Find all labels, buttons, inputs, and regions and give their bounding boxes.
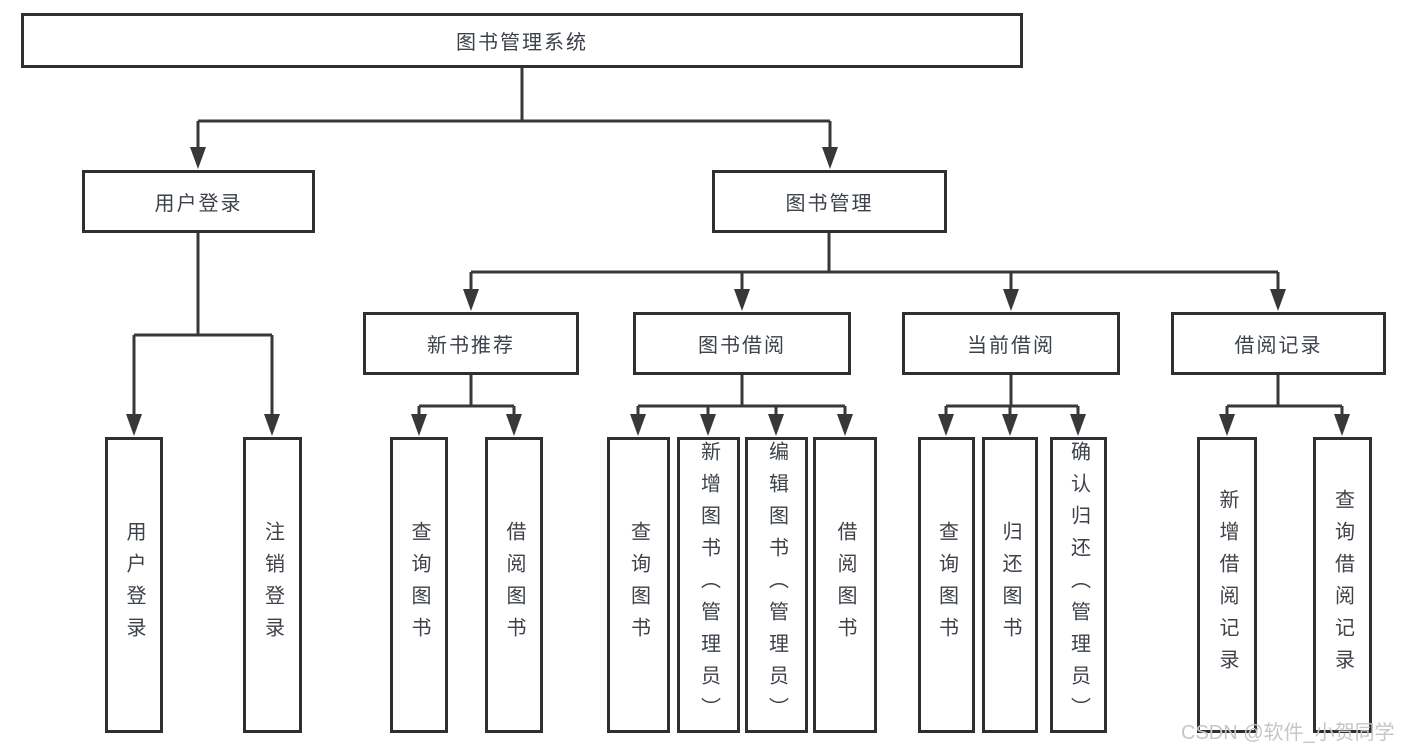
leaf-logout-label: 注销登录 — [261, 521, 284, 649]
node-new-book-rec-label: 新书推荐 — [427, 335, 515, 357]
leaf-logout: 注销登录 — [243, 437, 302, 733]
leaf-bb-add-books-admin: 新增图书（管理员） — [677, 437, 740, 733]
leaf-rec-query-books-label: 查询图书 — [408, 521, 430, 649]
node-current-borrow: 当前借阅 — [902, 312, 1120, 375]
leaf-cb-return-books-label: 归还图书 — [999, 521, 1021, 649]
node-user-login: 用户登录 — [82, 170, 315, 233]
node-root-label: 图书管理系统 — [456, 32, 588, 54]
csdn-watermark: CSDN @软件_小贺同学 — [1181, 722, 1395, 744]
leaf-rec-borrow-books-label: 借阅图书 — [503, 521, 525, 649]
leaf-cb-confirm-return-admin-label: 确认归还（管理员） — [1067, 441, 1090, 729]
connector-book-borrow-children — [630, 375, 853, 436]
node-borrow-records: 借阅记录 — [1171, 312, 1386, 375]
leaf-bb-query-books-label: 查询图书 — [627, 521, 650, 649]
leaf-bb-add-books-admin-label: 新增图书（管理员） — [697, 441, 720, 729]
leaf-bb-edit-books-admin: 编辑图书（管理员） — [745, 437, 808, 733]
connector-root-to-level2 — [190, 68, 838, 169]
leaf-bb-borrow-books: 借阅图书 — [813, 437, 877, 733]
connector-borrow-records-children — [1219, 375, 1350, 436]
leaf-br-add-record: 新增借阅记录 — [1197, 437, 1257, 733]
leaf-rec-borrow-books: 借阅图书 — [485, 437, 543, 733]
leaf-br-query-record: 查询借阅记录 — [1313, 437, 1372, 733]
leaf-user-login: 用户登录 — [105, 437, 163, 733]
connector-current-borrow-children — [938, 375, 1086, 436]
leaf-cb-return-books: 归还图书 — [982, 437, 1038, 733]
node-root: 图书管理系统 — [21, 13, 1023, 68]
leaf-br-query-record-label: 查询借阅记录 — [1331, 489, 1354, 681]
node-book-mgmt-label: 图书管理 — [785, 193, 874, 215]
connector-book-mgmt-children — [463, 233, 1286, 311]
node-user-login-label: 用户登录 — [154, 193, 243, 215]
leaf-br-add-record-label: 新增借阅记录 — [1216, 489, 1238, 681]
leaf-user-login-label: 用户登录 — [123, 521, 145, 649]
connector-user-login-children — [126, 233, 280, 436]
node-new-book-rec: 新书推荐 — [363, 312, 579, 375]
connector-new-book-rec-children — [411, 375, 522, 436]
leaf-bb-query-books: 查询图书 — [607, 437, 670, 733]
node-book-borrow: 图书借阅 — [633, 312, 851, 375]
node-book-mgmt: 图书管理 — [712, 170, 947, 233]
leaf-cb-query-books-label: 查询图书 — [935, 521, 958, 649]
leaf-bb-borrow-books-label: 借阅图书 — [834, 521, 856, 649]
node-borrow-records-label: 借阅记录 — [1234, 335, 1323, 357]
leaf-cb-confirm-return-admin: 确认归还（管理员） — [1050, 437, 1107, 733]
leaf-cb-query-books: 查询图书 — [918, 437, 975, 733]
leaf-rec-query-books: 查询图书 — [390, 437, 448, 733]
node-current-borrow-label: 当前借阅 — [967, 335, 1055, 357]
node-book-borrow-label: 图书借阅 — [698, 335, 786, 357]
leaf-bb-edit-books-admin-label: 编辑图书（管理员） — [765, 441, 788, 729]
